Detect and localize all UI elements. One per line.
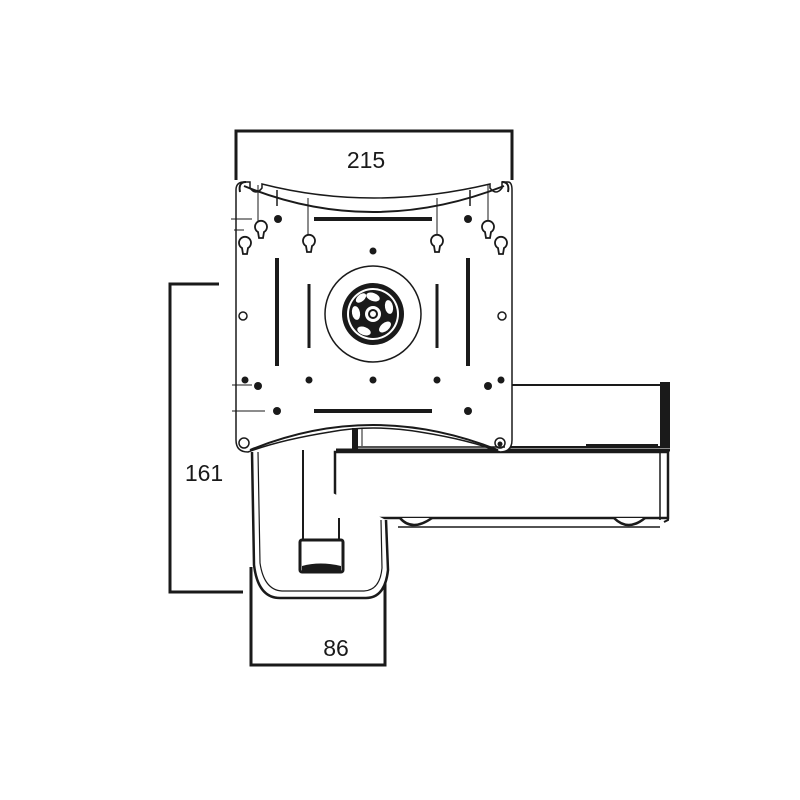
width-dimension-label: 215 <box>347 147 385 173</box>
keyhole-slots <box>238 219 508 255</box>
height-dimension-label: 161 <box>185 460 223 486</box>
depth-dimension-label: 86 <box>323 635 349 661</box>
depth-dimension: 86 <box>249 567 387 667</box>
height-dimension: 161 <box>168 282 243 594</box>
vesa-mounting-plate <box>231 181 530 453</box>
wall-base-bracket <box>250 450 390 600</box>
mounting-holes <box>241 215 505 447</box>
articulating-arm <box>333 382 670 528</box>
central-rotation-hub <box>324 265 422 363</box>
width-dimension: 215 <box>234 129 514 180</box>
